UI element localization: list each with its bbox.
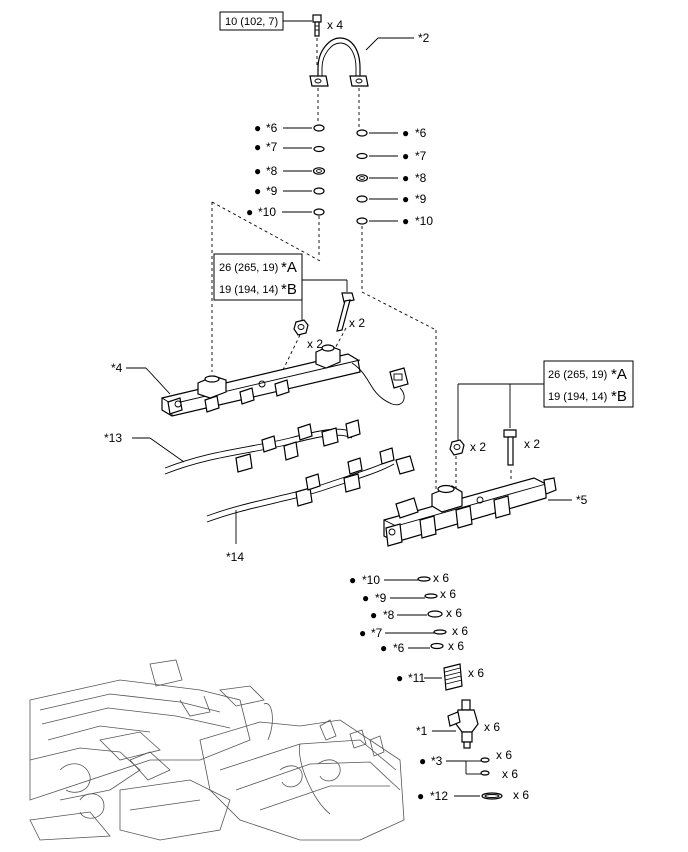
label-p7-lower: *7 [371,626,383,640]
label-p6-left: *6 [266,121,278,135]
left-nut-qty: x 2 [307,337,323,351]
qty-x6-p10: x 6 [433,571,449,585]
label-p5: *5 [576,493,588,507]
label-p3: *3 [431,754,443,768]
qty-x6-p3a: x 6 [496,748,512,762]
label-p8-lower: *8 [383,608,395,622]
bullet: ● [402,214,409,228]
label-p14: *14 [226,550,244,564]
qty-x6-p8: x 6 [446,606,462,620]
torque-box-left: 26 (265, 19) *A 19 (194, 14) *B [213,253,348,320]
label-p7-left: *7 [266,140,278,154]
right-torque-a-tag: *A [611,366,627,383]
part-4-fuel-delivery-pipe-lh [161,344,409,417]
lower-seal-group: ● *10 x 6 ● *9 x 6 ● *8 x 6 ● *7 x 6 ● *… [349,571,468,655]
left-seal-stack [312,124,326,216]
torque-box-right: 26 (265, 19) *A 19 (194, 14) *B [457,360,634,440]
label-p6-lower: *6 [393,641,405,655]
right-nut [449,439,465,456]
bullet: ● [254,121,261,135]
clamp-bolt-qty: x 4 [327,18,343,32]
left-torque-a-value: 26 (265, 19) [219,262,278,274]
qty-x6-p1: x 6 [484,720,500,734]
label-p11: *11 [408,671,425,685]
label-p2: *2 [418,31,430,45]
label-p10-left: *10 [258,205,276,219]
part-14-injector-wire-harness [206,447,415,523]
bullet: ● [246,205,253,219]
left-torque-a-tag: *A [281,259,297,276]
left-bolt-qty: x 2 [349,316,365,330]
right-seal-labels: ● *6 ● *7 ● *8 ● *9 ● *10 [369,126,433,228]
bullet: ● [417,789,424,803]
part-11-injector-insulator [443,663,463,691]
part-5-fuel-delivery-pipe-rh [383,477,557,547]
bullet: ● [396,671,403,685]
part-12-gasket: ● *12 x 6 [417,788,529,803]
left-seal-labels: ● *6 ● *7 ● *8 ● *9 ● *10 [246,121,312,219]
qty-x6-p9: x 6 [440,587,456,601]
qty-x6-p11: x 6 [468,666,484,680]
part-3-backup-rings: ● *3 x 6 x 6 [419,748,518,781]
right-bolt-qty: x 2 [524,437,540,451]
bullet: ● [370,608,377,622]
label-p9-left: *9 [266,184,278,198]
top-torque-value: 10 (102, 7) [225,16,278,28]
label-p13: *13 [104,431,122,445]
left-torque-b-value: 19 (194, 14) [219,284,278,296]
label-p9-lower: *9 [375,591,387,605]
label-p9-right: *9 [415,192,427,206]
bullet: ● [349,573,356,587]
right-torque-a-value: 26 (265, 19) [548,369,607,381]
bullet: ● [402,149,409,163]
qty-x6-p3b: x 6 [502,767,518,781]
right-bolt [503,429,517,466]
qty-x6-p7: x 6 [452,624,468,638]
right-nut-qty: x 2 [470,440,486,454]
bullet: ● [419,754,426,768]
bullet: ● [380,641,387,655]
part-2-fuel-pipe-clamp [309,37,369,87]
left-torque-b-tag: *B [281,281,297,298]
label-p7-right: *7 [415,149,427,163]
label-p1: *1 [416,724,428,738]
bullet: ● [362,591,369,605]
part-13-injector-wire-harness [164,419,361,475]
qty-x6-p12: x 6 [513,788,529,802]
clamp-bolt [312,14,322,37]
engine-block-illustration [29,659,405,841]
label-p10-lower: *10 [362,573,380,587]
bullet: ● [402,171,409,185]
right-seal-stack [355,129,369,225]
label-p6-right: *6 [415,126,427,140]
label-p12: *12 [430,789,448,803]
qty-x6-p6: x 6 [448,639,464,653]
left-bolt [336,292,355,332]
bullet: ● [254,184,261,198]
label-p4: *4 [111,361,123,375]
bullet: ● [402,192,409,206]
right-torque-b-tag: *B [611,388,627,405]
bullet: ● [254,140,261,154]
label-p8-left: *8 [266,164,278,178]
bullet: ● [254,164,261,178]
part-1-fuel-injector [447,699,479,749]
bullet: ● [402,126,409,140]
bullet: ● [359,626,366,640]
label-p10-right: *10 [415,214,433,228]
left-nut [293,319,309,336]
label-p8-right: *8 [415,171,427,185]
top-torque-callout: 10 (102, 7) [219,11,312,31]
right-torque-b-value: 19 (194, 14) [548,391,607,403]
